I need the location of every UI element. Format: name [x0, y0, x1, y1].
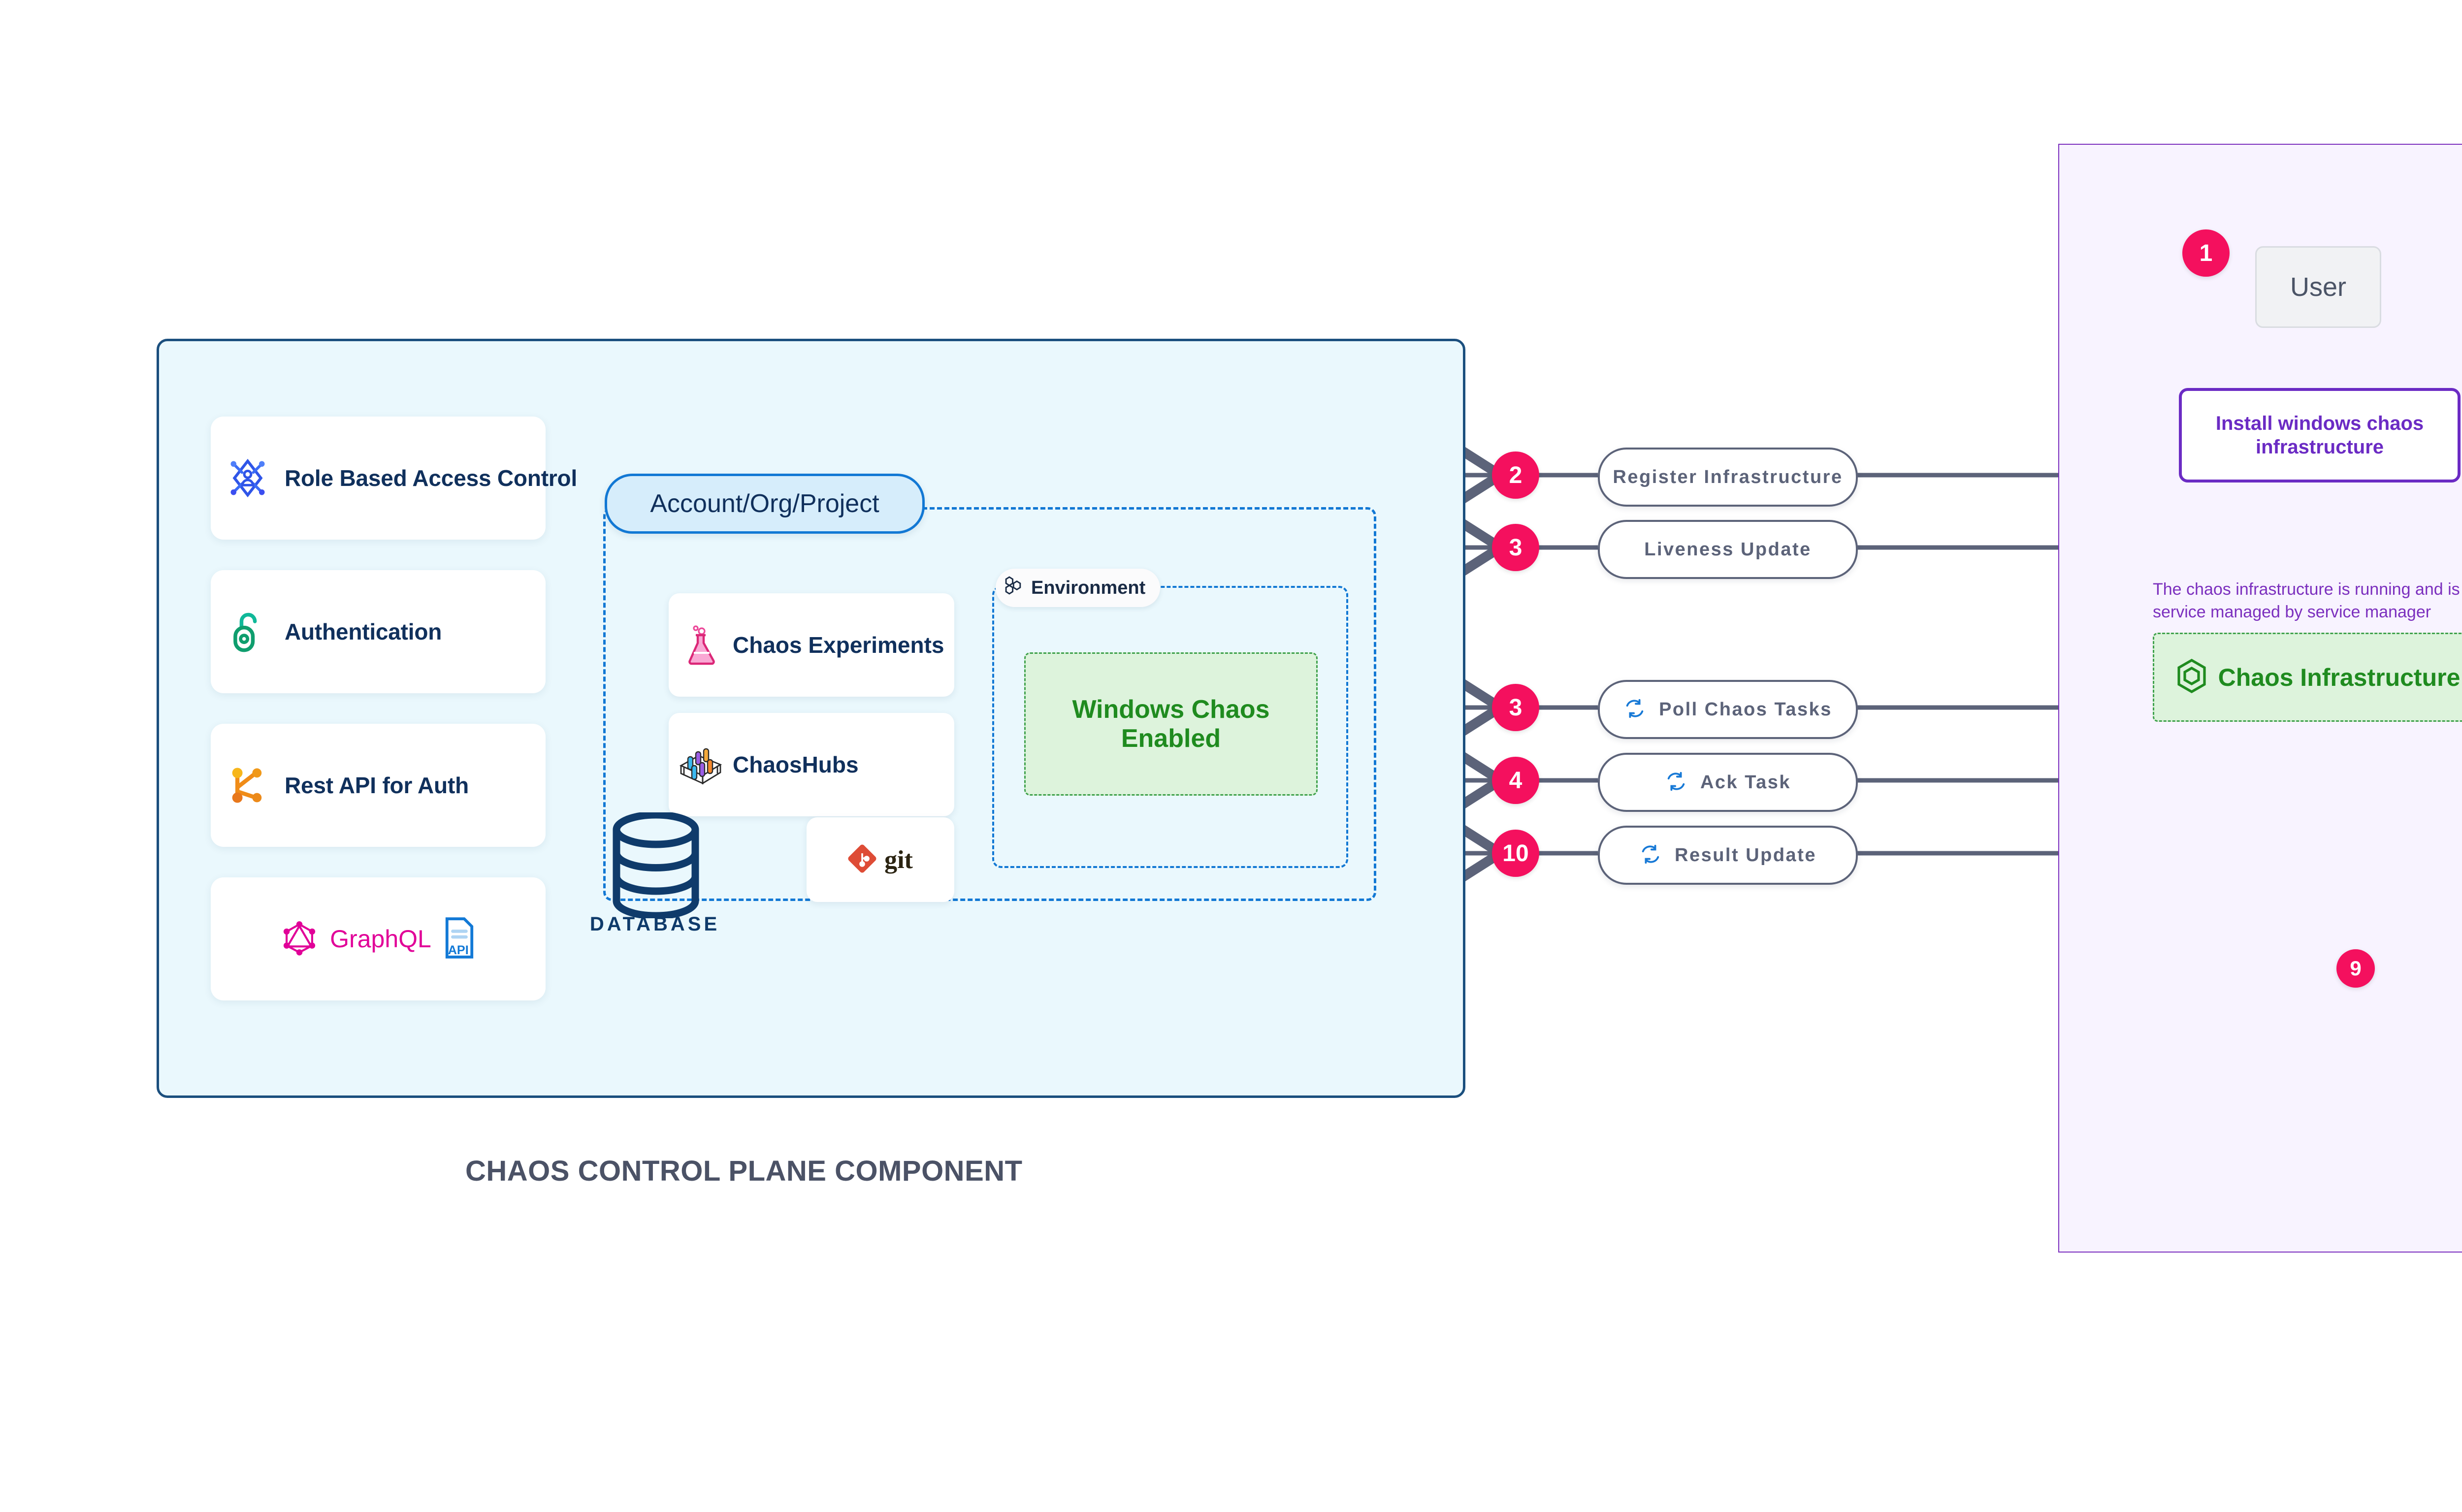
card-chaos-experiments[interactable]: Chaos Experiments — [669, 593, 954, 697]
connector-label: Ack Task — [1700, 772, 1791, 793]
git-icon — [848, 844, 876, 875]
step-badge-3a: 3 — [1492, 524, 1539, 571]
database-label: DATABASE — [589, 913, 720, 935]
card-git[interactable]: git — [807, 817, 954, 902]
flask-icon — [669, 623, 733, 667]
user-node[interactable]: User — [2255, 246, 2381, 328]
step-badge-2: 2 — [1492, 451, 1539, 499]
database-cylinder-icon — [607, 811, 705, 921]
card-chaoshubs[interactable]: ChaosHubs — [669, 713, 954, 816]
card-graphql-api[interactable]: GraphQL API — [211, 877, 546, 1000]
connector-liveness-update[interactable]: Liveness Update — [1598, 520, 1858, 579]
scope-pill-label: Account/Org/Project — [650, 489, 879, 518]
control-plane-caption: CHAOS CONTROL PLANE COMPONENT — [465, 1155, 1023, 1187]
card-label: Authentication — [285, 619, 442, 644]
connector-register-infrastructure[interactable]: Register Infrastructure — [1598, 448, 1858, 507]
api-doc-icon: API — [443, 916, 476, 963]
step-badge-3b: 3 — [1492, 684, 1539, 731]
git-label: git — [884, 845, 913, 874]
card-label: Role Based Access Control — [285, 465, 578, 491]
sync-icon — [1639, 843, 1662, 868]
install-windows-chaos-infrastructure-node[interactable]: Install windows chaos infrastructure — [2179, 388, 2461, 483]
connector-result-update[interactable]: Result Update — [1598, 826, 1858, 885]
chaos-infrastructure-node[interactable]: Chaos Infrastructure — [2153, 633, 2462, 722]
sync-icon — [1623, 697, 1646, 722]
card-authentication[interactable]: Authentication — [211, 570, 546, 693]
windows-chaos-enabled-badge: Windows Chaos Enabled — [1024, 652, 1318, 796]
environment-label: Environment — [1031, 577, 1146, 598]
hexagons-icon — [1004, 575, 1025, 601]
note-chaos-infrastructure: The chaos infrastructure is running and … — [2153, 580, 2462, 621]
connector-label: Liveness Update — [1644, 539, 1812, 560]
test-tube-rack-icon — [669, 744, 733, 785]
card-label: ChaosHubs — [733, 752, 859, 777]
lock-icon — [211, 609, 285, 654]
step-badge-1: 1 — [2182, 229, 2230, 277]
user-label: User — [2290, 272, 2346, 302]
card-role-based-access-control[interactable]: Role Based Access Control — [211, 417, 577, 540]
chaos-infrastructure-label: Chaos Infrastructure — [2218, 663, 2461, 691]
card-label: Chaos Experiments — [733, 632, 944, 658]
connector-label: Result Update — [1675, 844, 1816, 866]
card-rest-api-for-auth[interactable]: Rest API for Auth — [211, 724, 546, 847]
svg-text:API: API — [448, 943, 469, 957]
step-badge-9: 9 — [2336, 949, 2375, 988]
account-org-project-pill[interactable]: Account/Org/Project — [605, 474, 925, 534]
graphql-icon — [281, 919, 318, 959]
connector-ack-task[interactable]: Ack Task — [1598, 753, 1858, 812]
rbac-icon — [211, 455, 285, 501]
install-label: Install windows chaos infrastructure — [2215, 413, 2424, 458]
sync-icon — [1665, 770, 1687, 795]
step-badge-10: 10 — [1492, 830, 1539, 877]
environment-region — [992, 586, 1348, 868]
step-badge-4: 4 — [1492, 757, 1539, 804]
hexagon-shield-icon — [2176, 658, 2207, 696]
rest-api-icon — [211, 763, 285, 808]
connector-poll-chaos-tasks[interactable]: Poll Chaos Tasks — [1598, 680, 1858, 739]
connector-label: Register Infrastructure — [1613, 466, 1843, 487]
connector-label: Poll Chaos Tasks — [1659, 699, 1832, 720]
card-label: Rest API for Auth — [285, 772, 469, 798]
account-org-project-region — [603, 507, 1376, 901]
environment-pill[interactable]: Environment — [996, 569, 1161, 607]
windows-chaos-label: Windows Chaos Enabled — [1072, 695, 1270, 753]
graphql-label: GraphQL — [330, 925, 431, 953]
